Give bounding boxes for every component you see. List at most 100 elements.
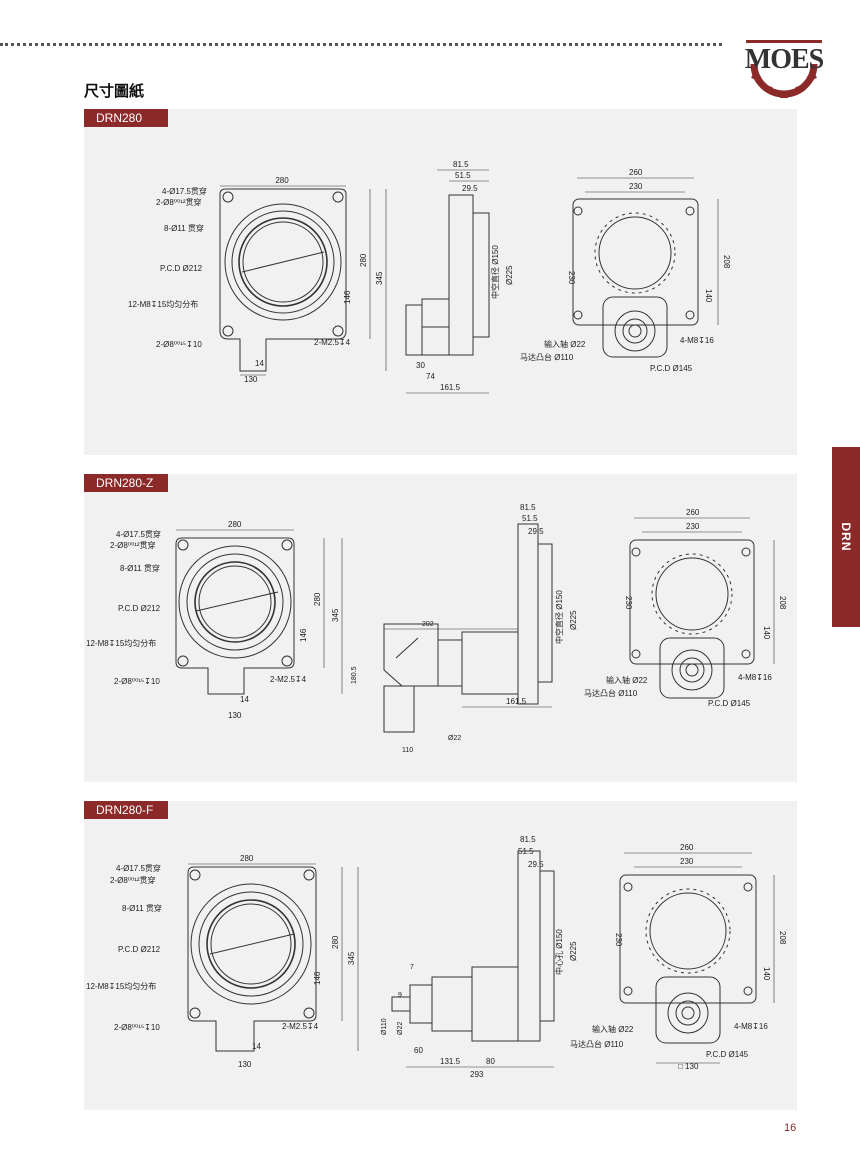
front-label-4: P.C.D Ø212 <box>160 264 203 273</box>
front-label-3: 8-Ø11 贯穿 <box>120 563 160 573</box>
rear-label-3: 4-M8↧16 <box>680 336 714 345</box>
rear-vert-3: 140 <box>762 967 771 981</box>
rear-label-2: 马达凸台 Ø110 <box>520 352 574 362</box>
side-vert-2: Ø225 <box>569 610 578 630</box>
front-label-6: 2-Ø8⁰⁰¹⁵↧10 <box>114 677 160 686</box>
rear-vert-1: 230 <box>614 933 623 947</box>
rear-width-1: 260 <box>680 843 694 852</box>
drawing-drn280-f: 280 4-Ø17.5贯穿 2-Ø8⁰⁰¹²贯穿 8-Ø11 贯穿 P.C.D … <box>86 835 787 1079</box>
front-label-1: 4-Ø17.5贯穿 <box>116 863 161 873</box>
front-label-2: 2-Ø8⁰⁰¹²贯穿 <box>156 197 202 207</box>
side-top-1: 81.5 <box>520 835 536 844</box>
front-bottom-2: 130 <box>228 711 242 720</box>
rear-label-1: 输入轴 Ø22 <box>592 1024 634 1034</box>
rear-width-1: 260 <box>629 168 643 177</box>
side-bottom-2: 161.5 <box>506 697 527 706</box>
side-top-2: 51.5 <box>455 171 471 180</box>
rear-label-3: 4-M8↧16 <box>738 673 772 682</box>
header-dotted-rule <box>0 43 722 46</box>
panel-drn280-f: DRN280-F 280 4-Ø17.5贯穿 2-Ø8⁰⁰¹²贯穿 8-Ø11 … <box>84 801 797 1110</box>
front-label-7: 2-M2.5↧4 <box>282 1022 319 1031</box>
side-bottom-3: 161.5 <box>440 383 461 392</box>
drawing-drn280: 280 4-Ø17.5贯穿 2-Ø8⁰⁰¹²贯穿 8-Ø11 贯穿 P.C.D … <box>128 160 731 394</box>
side-top-3: 29.5 <box>462 184 478 193</box>
front-width: 280 <box>228 520 242 529</box>
side-tab: DRN <box>832 447 860 627</box>
front-label-3: 8-Ø11 贯穿 <box>164 223 204 233</box>
side-small-3: Ø110 <box>381 1018 388 1035</box>
front-label-6: 2-Ø8⁰⁰¹⁵↧10 <box>156 340 202 349</box>
rear-width-1: 260 <box>686 508 700 517</box>
front-label-6: 2-Ø8⁰⁰¹⁵↧10 <box>114 1023 160 1032</box>
front-label-2: 2-Ø8⁰⁰¹²贯穿 <box>110 875 156 885</box>
front-height-3: 146 <box>299 628 308 642</box>
front-label-1: 4-Ø17.5贯穿 <box>162 186 207 196</box>
gear-icon <box>746 40 822 98</box>
rear-vert-1: 230 <box>567 271 576 285</box>
side-bottom-4: 293 <box>470 1070 484 1079</box>
side-bottom-2: 74 <box>426 372 435 381</box>
front-label-5: 12-M8↧15均匀分布 <box>128 299 198 309</box>
page-title: 尺寸圖紙 <box>84 83 145 100</box>
side-top-1: 81.5 <box>453 160 469 169</box>
front-bottom-1: 14 <box>255 359 264 368</box>
front-bottom-2: 130 <box>238 1060 252 1069</box>
rear-label-4: P.C.D Ø145 <box>708 699 751 708</box>
rear-label-4: P.C.D Ø145 <box>650 364 693 373</box>
front-height-2: 345 <box>375 271 384 285</box>
rear-label-2: 马达凸台 Ø110 <box>570 1039 624 1049</box>
rear-width-2: 230 <box>686 522 700 531</box>
panel-tag: DRN280-F <box>84 801 168 819</box>
front-width: 280 <box>275 176 289 185</box>
drawing-drn280-z: 280 4-Ø17.5贯穿 2-Ø8⁰⁰¹²贯穿 8-Ø11 贯穿 P.C.D … <box>86 503 787 754</box>
side-top-1: 81.5 <box>520 503 536 512</box>
front-height-2: 345 <box>347 951 356 965</box>
side-bottom-3: 80 <box>486 1057 495 1066</box>
front-height-3: 146 <box>313 971 322 985</box>
front-label-4: P.C.D Ø212 <box>118 604 161 613</box>
page-number: 16 <box>784 1122 797 1134</box>
front-bottom-2: 130 <box>244 375 258 384</box>
front-label-5: 12-M8↧15均匀分布 <box>86 638 156 648</box>
front-label-5: 12-M8↧15均匀分布 <box>86 981 156 991</box>
panel-drn280-z: DRN280-Z 280 4-Ø17.5贯穿 2-Ø8⁰⁰¹²贯穿 8-Ø11 … <box>84 474 797 782</box>
front-width: 280 <box>240 854 254 863</box>
rear-vert-3: 140 <box>762 626 771 640</box>
front-height-1: 280 <box>313 592 322 606</box>
front-height-2: 345 <box>331 608 340 622</box>
rear-vert-2: 208 <box>778 931 787 945</box>
rear-label-1: 输入轴 Ø22 <box>606 675 648 685</box>
side-bottom-1: 30 <box>416 361 425 370</box>
front-label-4: P.C.D Ø212 <box>118 945 161 954</box>
rear-vert-1: 230 <box>624 596 633 610</box>
side-bottom-5: 180.5 <box>351 666 358 684</box>
rear-label-4: P.C.D Ø145 <box>706 1050 749 1059</box>
side-bottom-4: Ø22 <box>448 735 461 742</box>
side-bottom-3: 110 <box>402 747 413 754</box>
side-bottom-1: 202 <box>422 621 434 628</box>
front-label-7: 2-M2.5↧4 <box>314 338 351 347</box>
side-top-3: 29.5 <box>528 527 544 536</box>
front-label-7: 2-M2.5↧4 <box>270 675 307 684</box>
front-height-1: 280 <box>359 253 368 267</box>
side-top-3: 29.5 <box>528 860 544 869</box>
side-bottom-1: 60 <box>414 1046 423 1055</box>
side-vert-1: 中空直径 Ø150 <box>490 245 500 299</box>
rear-vert-3: 140 <box>704 289 713 303</box>
side-small-2: 9 <box>398 992 402 999</box>
side-small-4: Ø22 <box>397 1022 404 1035</box>
front-height-3: 146 <box>343 290 352 304</box>
side-small-1: 7 <box>410 964 414 971</box>
rear-label-3: 4-M8↧16 <box>734 1022 768 1031</box>
front-bottom-1: 14 <box>240 695 249 704</box>
side-top-2: 51.5 <box>522 514 538 523</box>
side-vert-1: 中空直径 Ø150 <box>554 590 564 644</box>
side-vert-2: Ø225 <box>569 941 578 961</box>
front-height-1: 280 <box>331 935 340 949</box>
side-vert-2: Ø225 <box>505 265 514 285</box>
front-label-3: 8-Ø11 贯穿 <box>122 903 162 913</box>
rear-label-5: □ 130 <box>678 1062 699 1071</box>
rear-label-1: 输入轴 Ø22 <box>544 339 586 349</box>
rear-label-2: 马达凸台 Ø110 <box>584 688 638 698</box>
moes-logo: MOES <box>742 30 826 100</box>
